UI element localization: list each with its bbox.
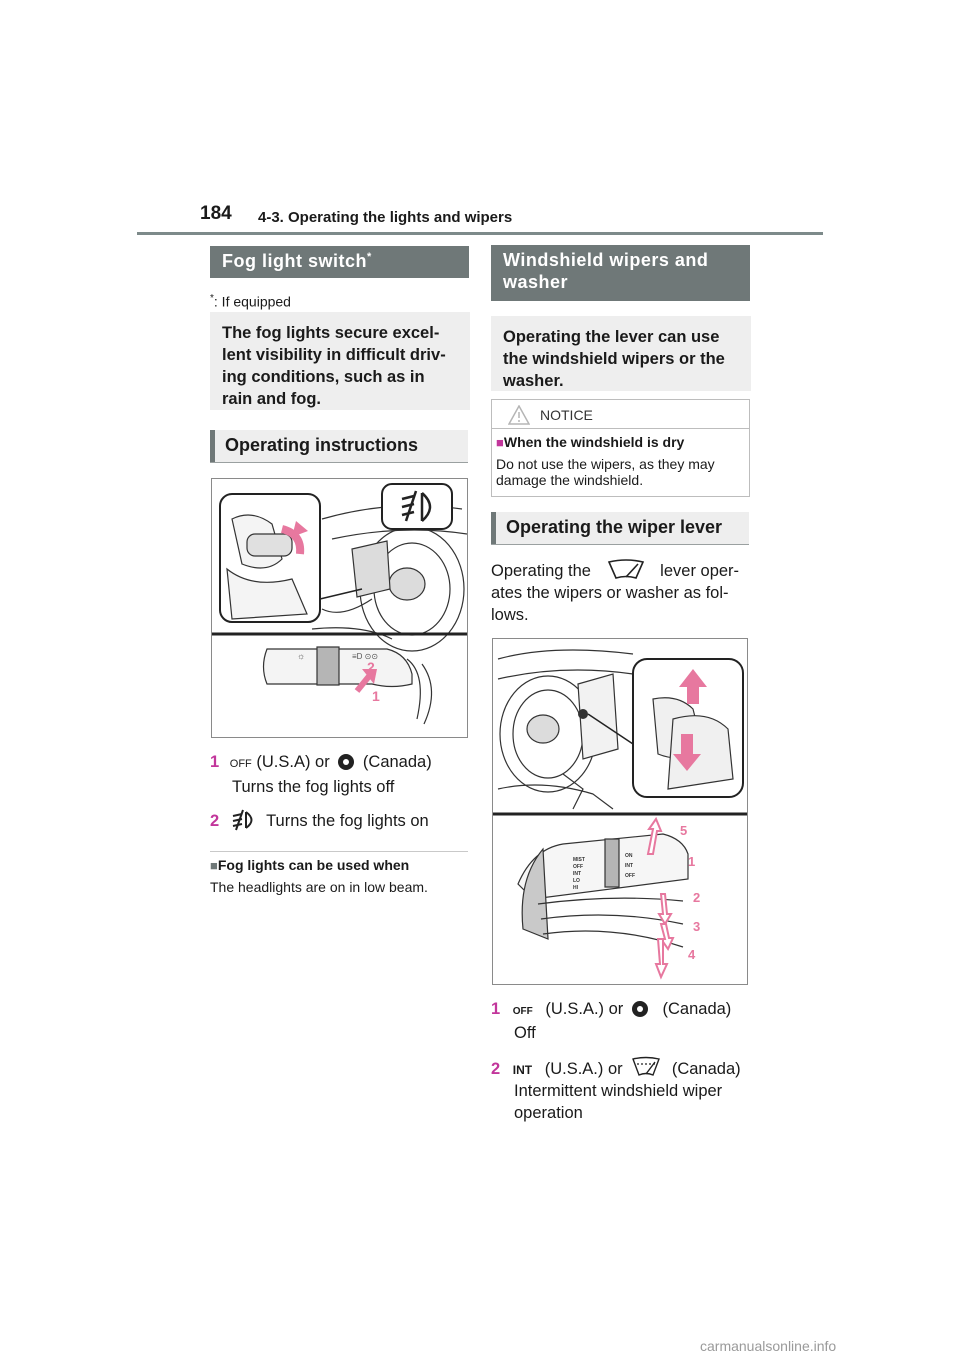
wiper-fig-label-3: 3 [693, 919, 700, 934]
warning-triangle-icon [508, 405, 530, 425]
square-bullet-icon: ■ [496, 435, 504, 450]
fig-label-2: 2 [367, 659, 375, 675]
fog-intro-box: The fog lights secure excel-lent visibil… [210, 312, 470, 410]
lever-lo-label: LO [573, 878, 580, 884]
lever-off-label: OFF [573, 864, 583, 870]
fog-light-title: Fog light switch* [210, 246, 469, 278]
wiper-fig-label-4: 4 [688, 947, 696, 962]
notice-label: NOTICE [540, 407, 593, 423]
wiper-fig-label-5: 5 [680, 823, 687, 838]
fog-note-text: The headlights are on in low beam. [210, 879, 428, 895]
wiper-illustration: MIST OFF INT LO HI ON INT OFF 5 1 2 3 4 [493, 649, 747, 980]
canada-off-icon [631, 1001, 648, 1017]
int-icon: INT [512, 1063, 533, 1077]
fog-note-heading: ■Fog lights can be used when [210, 857, 410, 873]
section-header: 4-3. Operating the lights and wipers [258, 209, 513, 226]
watermark: carmanualsonline.info [700, 1338, 837, 1354]
lever-int-label: INT [573, 871, 581, 877]
wipers-intro-box: Operating the lever can use the windshie… [491, 316, 751, 391]
lever-mist-label: MIST [573, 857, 585, 863]
svg-text:☼: ☼ [297, 651, 305, 661]
page-number: 184 [200, 203, 232, 224]
lever-int2-label: INT [625, 863, 633, 869]
lever-off2-label: OFF [625, 873, 635, 879]
wiper-item-1-desc: Off [514, 1024, 536, 1042]
notice-divider [492, 428, 749, 429]
operating-instructions-heading: Operating instructions [210, 430, 468, 462]
off-icon: OFF [229, 758, 252, 770]
fig-label-1: 1 [372, 688, 380, 704]
intermittent-wiper-icon [632, 1056, 661, 1076]
fog-item-2: 2 Turns the fog lights on [210, 809, 470, 832]
wipers-title: Windshield wipers and washer [491, 245, 750, 301]
wiper-fig-label-2: 2 [693, 890, 700, 905]
fog-item-1: 1 OFF (U.S.A) or (Canada) [210, 753, 432, 771]
square-bullet-icon: ■ [210, 858, 218, 873]
wiper-icon [607, 559, 644, 579]
fog-item-1-desc: Turns the fog lights off [232, 778, 395, 796]
notice-text: Do not use the wipers, as they may damag… [496, 456, 715, 488]
canada-off-icon [338, 754, 355, 770]
notice-box: NOTICE ■When the windshield is dry Do no… [491, 399, 750, 497]
header-rule [137, 232, 823, 235]
wiper-off-icon: OFF [512, 1006, 533, 1017]
wiper-item-2: 2 INT (U.S.A.) or (Canada) [491, 1056, 753, 1081]
wiper-fig-label-1: 1 [688, 854, 695, 869]
notice-heading: ■When the windshield is dry [496, 434, 685, 450]
wiper-op-text: Operating the lever oper- ates the wiper… [491, 558, 753, 626]
fog-light-figure: ☼ ≡D ⊙⊙ 2 1 [211, 478, 468, 738]
lever-hi-label: HI [573, 885, 579, 891]
note-rule [210, 851, 468, 852]
wiper-item-1: 1 OFF (U.S.A.) or (Canada) [491, 1000, 732, 1018]
wiper-item-2-desc: Intermittent windshield wiper operation [514, 1082, 723, 1122]
fog-light-illustration: ☼ ≡D ⊙⊙ 2 1 [212, 483, 467, 725]
subhead-underline [210, 462, 468, 463]
svg-text:≡D ⊙⊙: ≡D ⊙⊙ [352, 652, 378, 661]
fog-icon [401, 490, 432, 522]
subhead-underline [491, 544, 749, 545]
footnote: *: If equipped [210, 293, 291, 310]
wiper-lever-heading: Operating the wiper lever [491, 512, 749, 544]
wiper-lever-figure: MIST OFF INT LO HI ON INT OFF 5 1 2 3 4 [492, 638, 748, 985]
lever-on-label: ON [625, 853, 633, 859]
fog-on-icon [232, 809, 253, 831]
